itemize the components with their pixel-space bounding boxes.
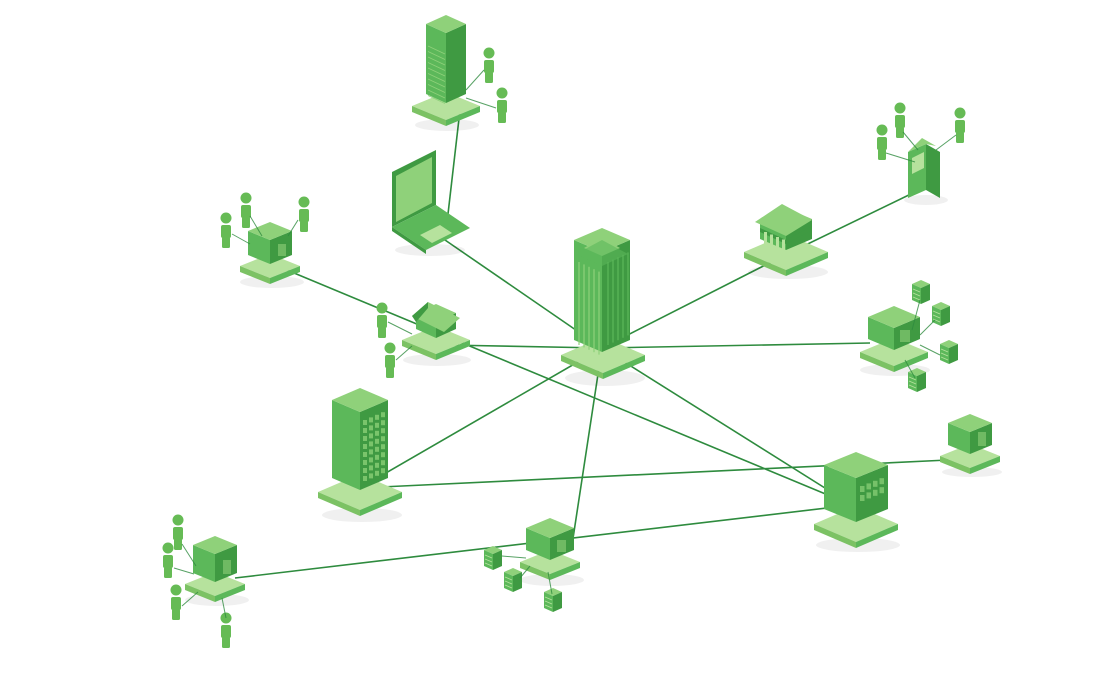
link-headquarters-tower-data-center [601, 342, 871, 349]
person-icon [240, 192, 252, 228]
bank [744, 204, 828, 279]
server-rack-icon [907, 367, 927, 393]
server-rack-icon [483, 545, 503, 571]
person-icon [954, 107, 966, 143]
person-icon [483, 47, 495, 83]
person-icon [162, 542, 174, 578]
person-icon [220, 212, 232, 248]
server-rack-icon [911, 279, 931, 305]
link-headquarters-tower-regional-office [601, 347, 853, 506]
person-icon [876, 124, 888, 160]
link-headquarters-tower-bank [601, 254, 786, 349]
link-headquarters-tower-server-hub [571, 347, 603, 546]
small-house [376, 302, 471, 378]
server-hub [483, 518, 584, 613]
laptop [392, 150, 470, 256]
person-icon [384, 342, 396, 378]
atm [876, 102, 966, 205]
link-headquarters-tower-small-house [444, 344, 603, 349]
office-skyscraper [412, 15, 508, 131]
branch-shop-bottom [162, 514, 249, 648]
server-rack-icon [931, 301, 951, 327]
server-rack-icon [543, 587, 563, 613]
person-icon [298, 196, 310, 232]
person-icon [496, 87, 508, 123]
link-headquarters-tower-branch-office [359, 347, 603, 489]
remote-office [940, 414, 1002, 477]
person-icon [376, 302, 388, 338]
branch-shop-top [220, 192, 310, 288]
server-rack-icon [503, 567, 523, 593]
person-icon [170, 584, 182, 620]
data-center [860, 279, 959, 393]
branch-office [318, 388, 402, 522]
regional-office [814, 452, 900, 552]
network-nodes [162, 15, 1002, 648]
server-rack-icon [939, 339, 959, 365]
headquarters-tower [561, 228, 645, 386]
